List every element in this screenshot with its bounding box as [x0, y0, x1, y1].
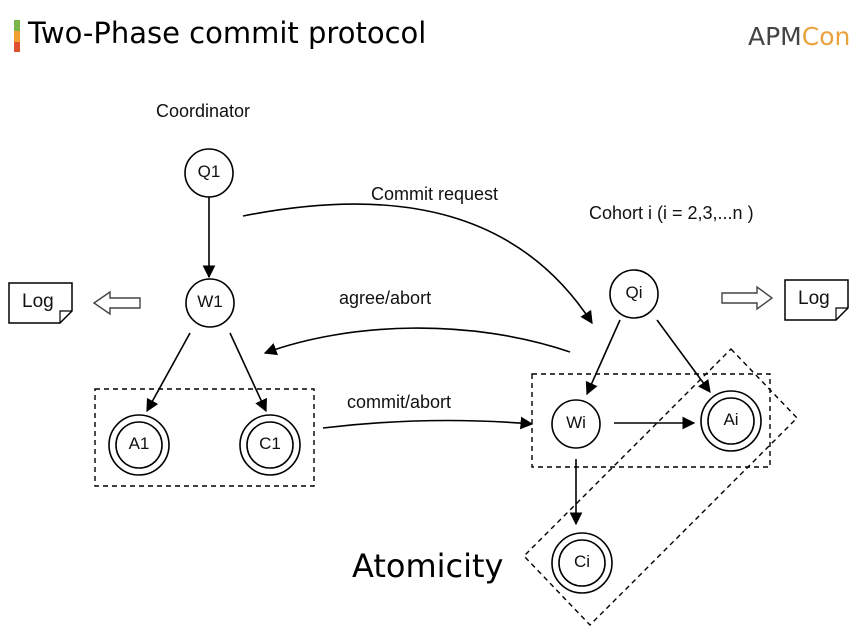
hollow-arrow-to-right-log — [721, 285, 774, 311]
state-c1 — [239, 414, 301, 476]
state-ci-label: Ci — [573, 552, 591, 571]
arrow-qi-to-ai — [656, 319, 711, 394]
state-ai-label: Ai — [723, 410, 739, 429]
slide-title: Two-Phase commit protocol — [28, 16, 427, 50]
agree-abort-label: agree/abort — [339, 288, 432, 308]
apmcon-logo: APMCon — [748, 22, 850, 51]
state-ci — [551, 532, 613, 594]
state-qi — [609, 269, 659, 319]
log-left-label: Log — [22, 291, 54, 312]
log-document-right-fold — [835, 307, 848, 320]
state-wi — [551, 399, 601, 449]
arrow-commit-request — [242, 203, 593, 325]
state-wi-label: Wi — [566, 413, 586, 432]
state-a1 — [108, 414, 170, 476]
log-document-left — [8, 282, 73, 324]
state-ai — [700, 390, 762, 452]
state-w1-label: W1 — [197, 292, 223, 311]
state-c1-label: C1 — [259, 434, 281, 453]
state-w1 — [185, 278, 235, 328]
commit-abort-label: commit/abort — [347, 392, 452, 412]
logo-text-apm: APM — [748, 22, 802, 51]
state-qi-label: Qi — [625, 283, 643, 302]
hollow-arrow-to-left-log — [92, 290, 141, 316]
arrow-agree-abort — [263, 327, 571, 356]
arrow-w1-to-c1 — [229, 332, 267, 413]
atomicity-box — [523, 347, 798, 627]
log-right-label: Log — [798, 288, 830, 309]
cohort-label: Cohort i (i = 2,3,...n ) — [589, 203, 754, 223]
coordinator-final-states-box — [94, 388, 315, 487]
arrow-qi-to-wi — [585, 319, 621, 396]
arrow-commit-abort — [322, 416, 534, 430]
atomicity-label: Atomicity — [352, 547, 504, 585]
log-document-left-fold — [59, 310, 72, 323]
logo-text-con: Con — [801, 22, 851, 51]
coordinator-label: Coordinator — [156, 101, 251, 121]
state-a1-label: A1 — [128, 434, 150, 453]
arrow-w1-to-a1 — [146, 332, 191, 413]
commit-request-label: Commit request — [371, 184, 499, 204]
title-accent-bar — [14, 20, 20, 52]
state-q1-label: Q1 — [197, 162, 221, 181]
log-document-right — [784, 279, 849, 321]
